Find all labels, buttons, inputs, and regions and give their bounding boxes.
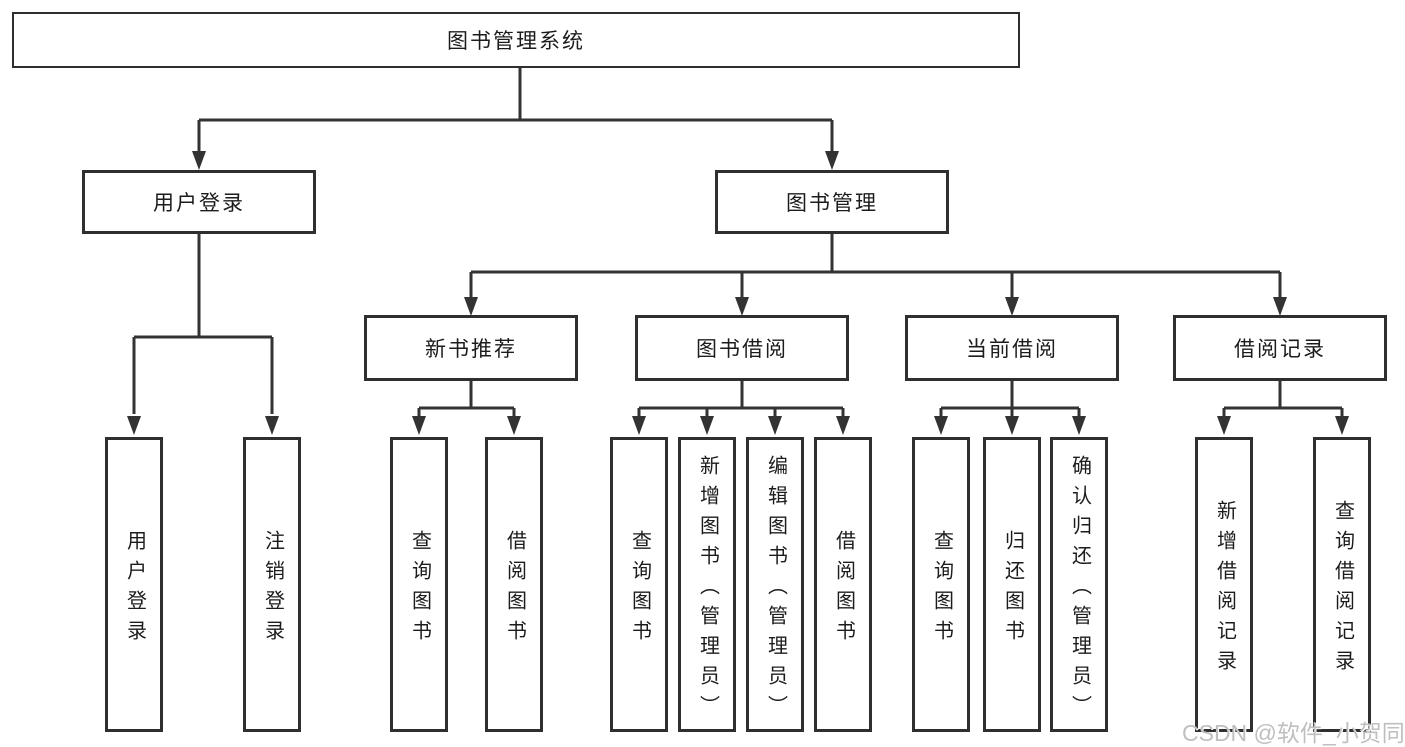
leaf-current-query-books: 查询图书 (912, 437, 970, 732)
leaf-borrowing-borrow-books: 借阅图书 (814, 437, 872, 732)
node-label: 当前借阅 (966, 338, 1058, 361)
node-user-login: 用户登录 (82, 170, 316, 234)
node-label: 借阅图书 (832, 529, 855, 650)
node-label: 新书推荐 (425, 338, 517, 361)
node-label: 图书借阅 (696, 338, 788, 361)
node-new-book-recommend: 新书推荐 (364, 315, 578, 381)
leaf-current-return-books: 归还图书 (983, 437, 1041, 732)
node-label: 编辑图书（管理员） (764, 454, 787, 725)
node-label: 图书管理 (786, 192, 878, 215)
node-label: 确认归还（管理员） (1068, 454, 1091, 725)
node-borrow-records: 借阅记录 (1173, 315, 1387, 381)
leaf-user-login: 用户登录 (105, 437, 163, 732)
node-label: 新增借阅记录 (1213, 499, 1236, 680)
node-label: 查询图书 (408, 529, 431, 650)
leaf-newbook-query-books: 查询图书 (390, 437, 448, 732)
leaf-records-query-record: 查询借阅记录 (1313, 437, 1371, 732)
leaf-borrowing-edit-books-admin: 编辑图书（管理员） (746, 437, 804, 732)
node-current-borrowing: 当前借阅 (905, 315, 1119, 381)
node-label: 用户登录 (123, 529, 146, 650)
node-label: 新增图书（管理员） (696, 454, 719, 725)
node-label: 归还图书 (1001, 529, 1024, 650)
leaf-borrowing-query-books: 查询图书 (610, 437, 668, 732)
node-label: 查询图书 (930, 529, 953, 650)
node-label: 借阅记录 (1234, 338, 1326, 361)
node-book-borrowing: 图书借阅 (635, 315, 849, 381)
csdn-watermark: CSDN @软件_小贺同学 (1182, 720, 1405, 746)
leaf-newbook-borrow-books: 借阅图书 (485, 437, 543, 732)
leaf-current-confirm-return-admin: 确认归还（管理员） (1050, 437, 1108, 732)
node-label: 借阅图书 (503, 529, 526, 650)
node-label: 用户登录 (153, 192, 245, 215)
node-label: 注销登录 (261, 529, 284, 650)
node-label: 查询图书 (628, 529, 651, 650)
node-root: 图书管理系统 (12, 12, 1020, 68)
leaf-logout: 注销登录 (243, 437, 301, 732)
node-book-management: 图书管理 (715, 170, 949, 234)
leaf-records-add-record: 新增借阅记录 (1195, 437, 1253, 732)
leaf-borrowing-add-books-admin: 新增图书（管理员） (678, 437, 736, 732)
node-label: 图书管理系统 (447, 30, 585, 53)
node-label: 查询借阅记录 (1331, 499, 1354, 680)
